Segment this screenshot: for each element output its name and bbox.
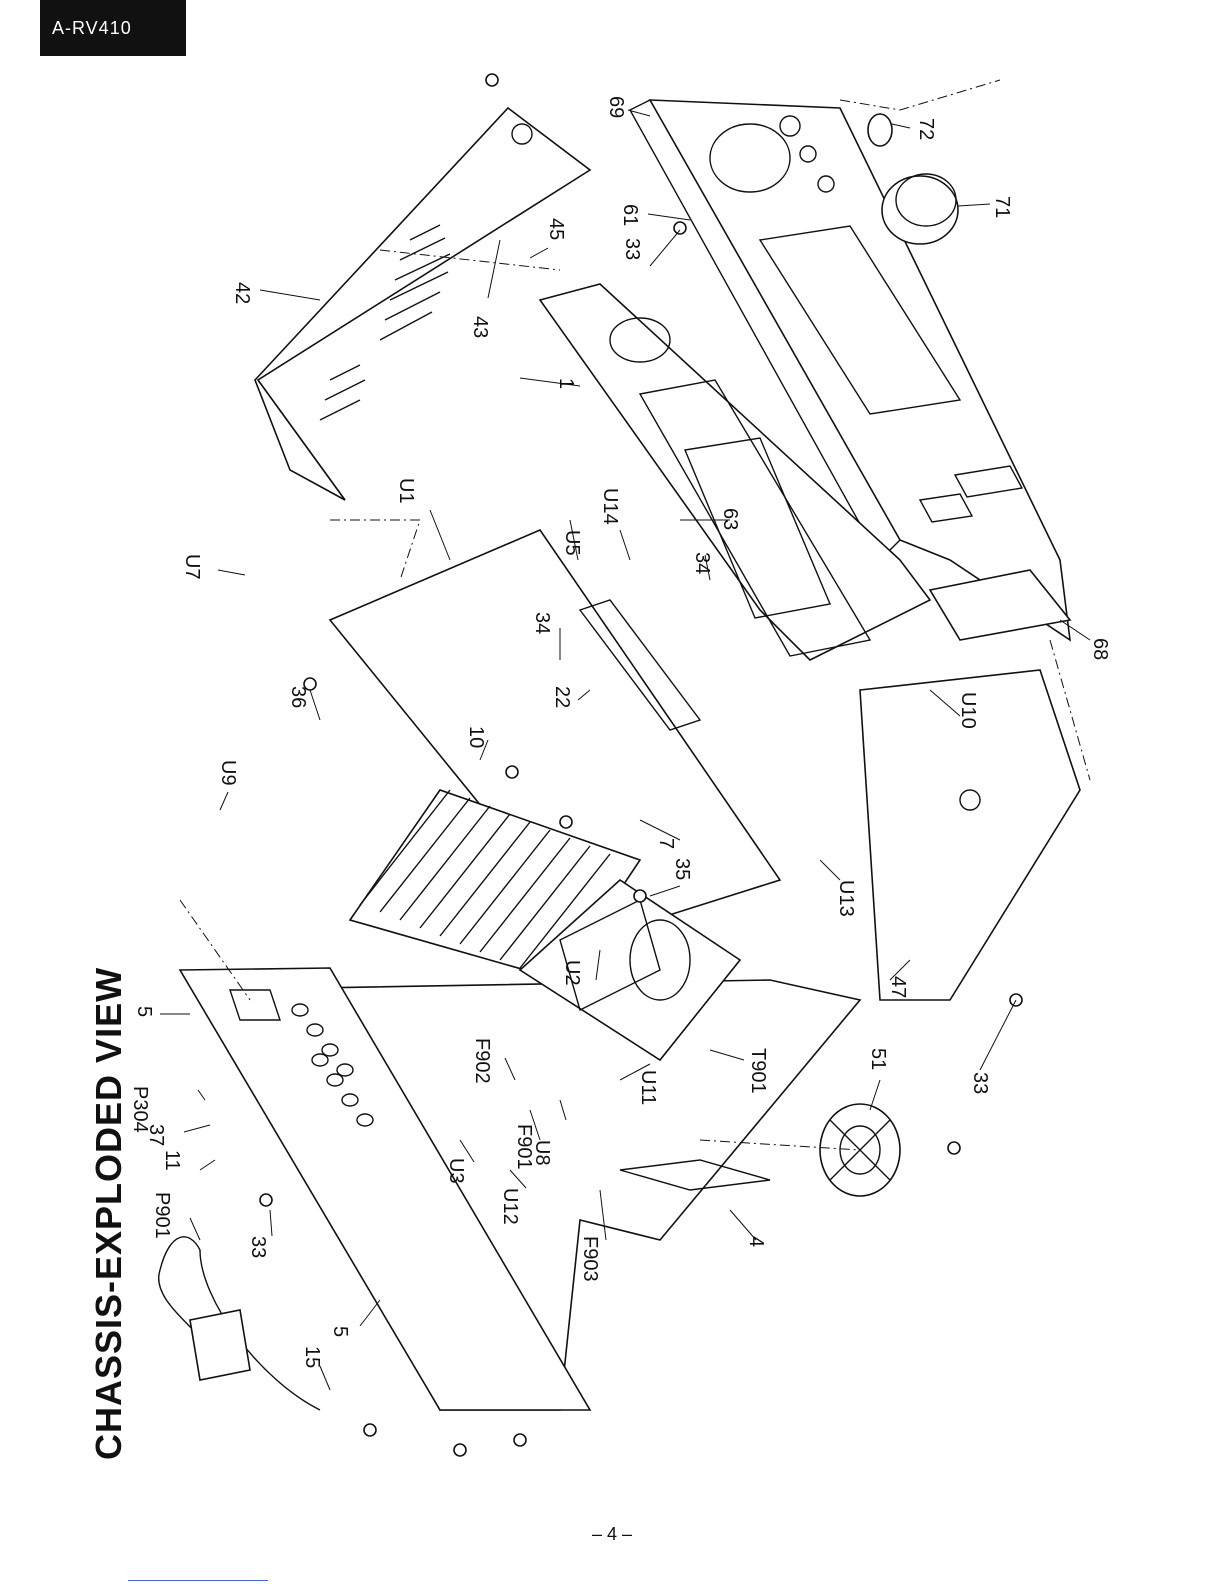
callout-5-bottom: 5 (329, 1326, 351, 1337)
callout-u1: U1 (395, 478, 417, 504)
knob-71 (882, 174, 958, 244)
callout-11: 11 (161, 1150, 183, 1171)
callout-f903: F903 (579, 1236, 601, 1282)
callout-1: 1 (555, 378, 577, 389)
callout-u2: U2 (561, 960, 583, 986)
knob-72 (868, 114, 892, 146)
callout-37: 37 (145, 1124, 167, 1146)
callout-68: 68 (1089, 638, 1111, 660)
callout-45: 45 (545, 218, 567, 240)
callout-35: 35 (671, 858, 693, 880)
callout-u8: U8 (531, 1140, 553, 1166)
callout-63: 63 (719, 508, 741, 530)
callout-t901: T901 (747, 1048, 769, 1094)
callout-33-right: 33 (969, 1072, 991, 1094)
callout-u12: U12 (499, 1188, 521, 1225)
callout-5-top: 5 (133, 1006, 155, 1017)
callout-10: 10 (465, 726, 487, 748)
callout-4: 4 (745, 1236, 767, 1247)
callout-42: 42 (231, 282, 253, 304)
callout-u7: U7 (181, 554, 203, 580)
page-number: – 4 – (0, 1524, 1224, 1545)
callout-u10: U10 (957, 692, 979, 729)
callout-f902: F902 (471, 1038, 493, 1084)
callout-u13: U13 (835, 880, 857, 917)
power-cord (159, 1237, 320, 1410)
callout-u11: U11 (637, 1070, 659, 1105)
top-cover (255, 108, 590, 500)
callout-u5: U5 (561, 530, 583, 556)
callout-51: 51 (867, 1048, 889, 1070)
callout-34-left: 34 (531, 612, 553, 634)
callout-72: 72 (915, 118, 937, 140)
callout-u14: U14 (599, 488, 621, 525)
callout-33-top: 33 (621, 238, 643, 260)
callout-34-right: 34 (691, 552, 713, 574)
callout-u9: U9 (217, 760, 239, 786)
callout-43: 43 (469, 316, 491, 338)
callout-61: 61 (619, 204, 641, 226)
callout-15: 15 (301, 1346, 323, 1368)
callout-36: 36 (287, 686, 309, 708)
callout-22: 22 (551, 686, 573, 708)
callout-p901: P901 (151, 1192, 173, 1239)
callout-7: 7 (655, 838, 677, 849)
callout-69: 69 (605, 96, 627, 118)
callout-33-left: 33 (247, 1236, 269, 1258)
callout-71: 71 (991, 196, 1013, 218)
callout-u3: U3 (445, 1158, 467, 1184)
callout-47: 47 (887, 976, 909, 998)
footer-rule (128, 1580, 268, 1581)
